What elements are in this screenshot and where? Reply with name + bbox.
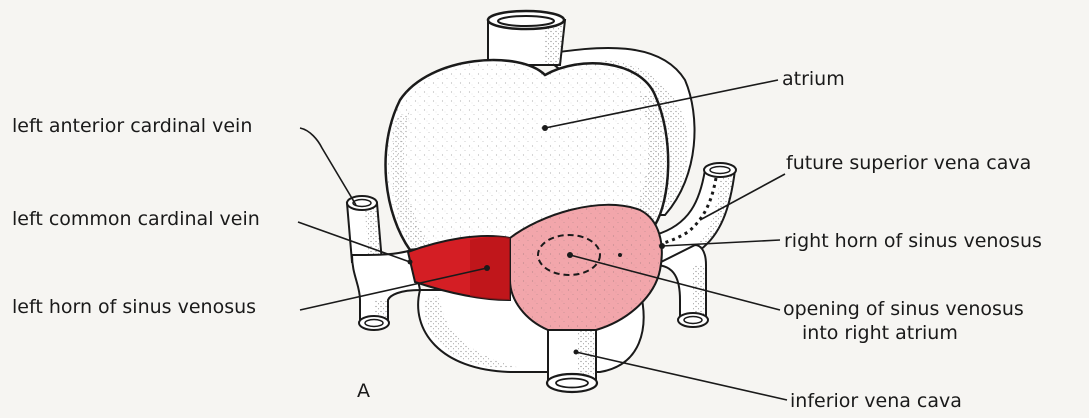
label-atrium: atrium	[782, 68, 845, 90]
figure-letter: A	[357, 380, 370, 402]
label-future-superior-vena-cava: future superior vena cava	[786, 152, 1031, 174]
label-inferior-vena-cava: inferior vena cava	[790, 390, 962, 412]
label-opening-of-sinus-venosus-line1: opening of sinus venosus	[783, 298, 1024, 320]
label-left-anterior-cardinal-vein: left anterior cardinal vein	[12, 115, 252, 137]
label-left-common-cardinal-vein: left common cardinal vein	[12, 208, 260, 230]
label-opening-of-sinus-venosus-line2: into right atrium	[802, 322, 958, 344]
label-left-horn-of-sinus-venosus: left horn of sinus venosus	[12, 296, 256, 318]
label-right-horn-of-sinus-venosus: right horn of sinus venosus	[784, 230, 1042, 252]
